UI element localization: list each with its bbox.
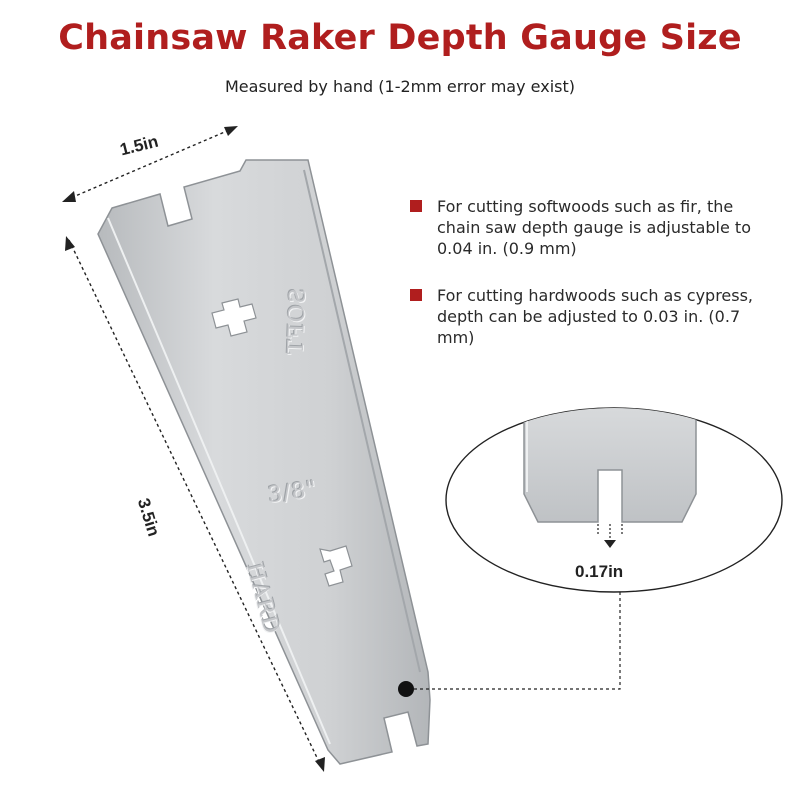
- note-text: For cutting hardwoods such as cypress, d…: [437, 286, 754, 347]
- note-softwood: For cutting softwoods such as fir, the c…: [410, 196, 780, 259]
- bullet-square-icon: [410, 289, 422, 301]
- gauge-plate: [97, 159, 431, 765]
- slot-label: 0.17in: [575, 562, 624, 581]
- plate-edge: [303, 169, 421, 673]
- arrow-down-icon: [315, 757, 325, 772]
- width-dimension-line: [65, 127, 235, 201]
- zoom-plate: [523, 408, 697, 523]
- note-text: For cutting softwoods such as fir, the c…: [437, 197, 751, 258]
- stamp-soft: SOFT: [283, 288, 311, 356]
- cutout-soft: [211, 298, 257, 337]
- leader-line: [408, 592, 621, 690]
- reference-dot: [398, 681, 414, 697]
- plate-bevel: [107, 217, 331, 745]
- page-title: Chainsaw Raker Depth Gauge Size: [58, 18, 742, 58]
- arrow-left-icon: [62, 191, 76, 202]
- cutout-hard: [319, 545, 353, 587]
- page-subtitle: Measured by hand (1-2mm error may exist): [224, 77, 575, 96]
- bullet-square-icon: [410, 200, 422, 212]
- length-dimension-line: [68, 239, 322, 767]
- arrow-up-icon: [65, 236, 75, 251]
- note-hardwood: For cutting hardwoods such as cypress, d…: [410, 285, 780, 348]
- arrow-down-small-icon: [604, 540, 616, 548]
- arrow-right-icon: [224, 126, 238, 136]
